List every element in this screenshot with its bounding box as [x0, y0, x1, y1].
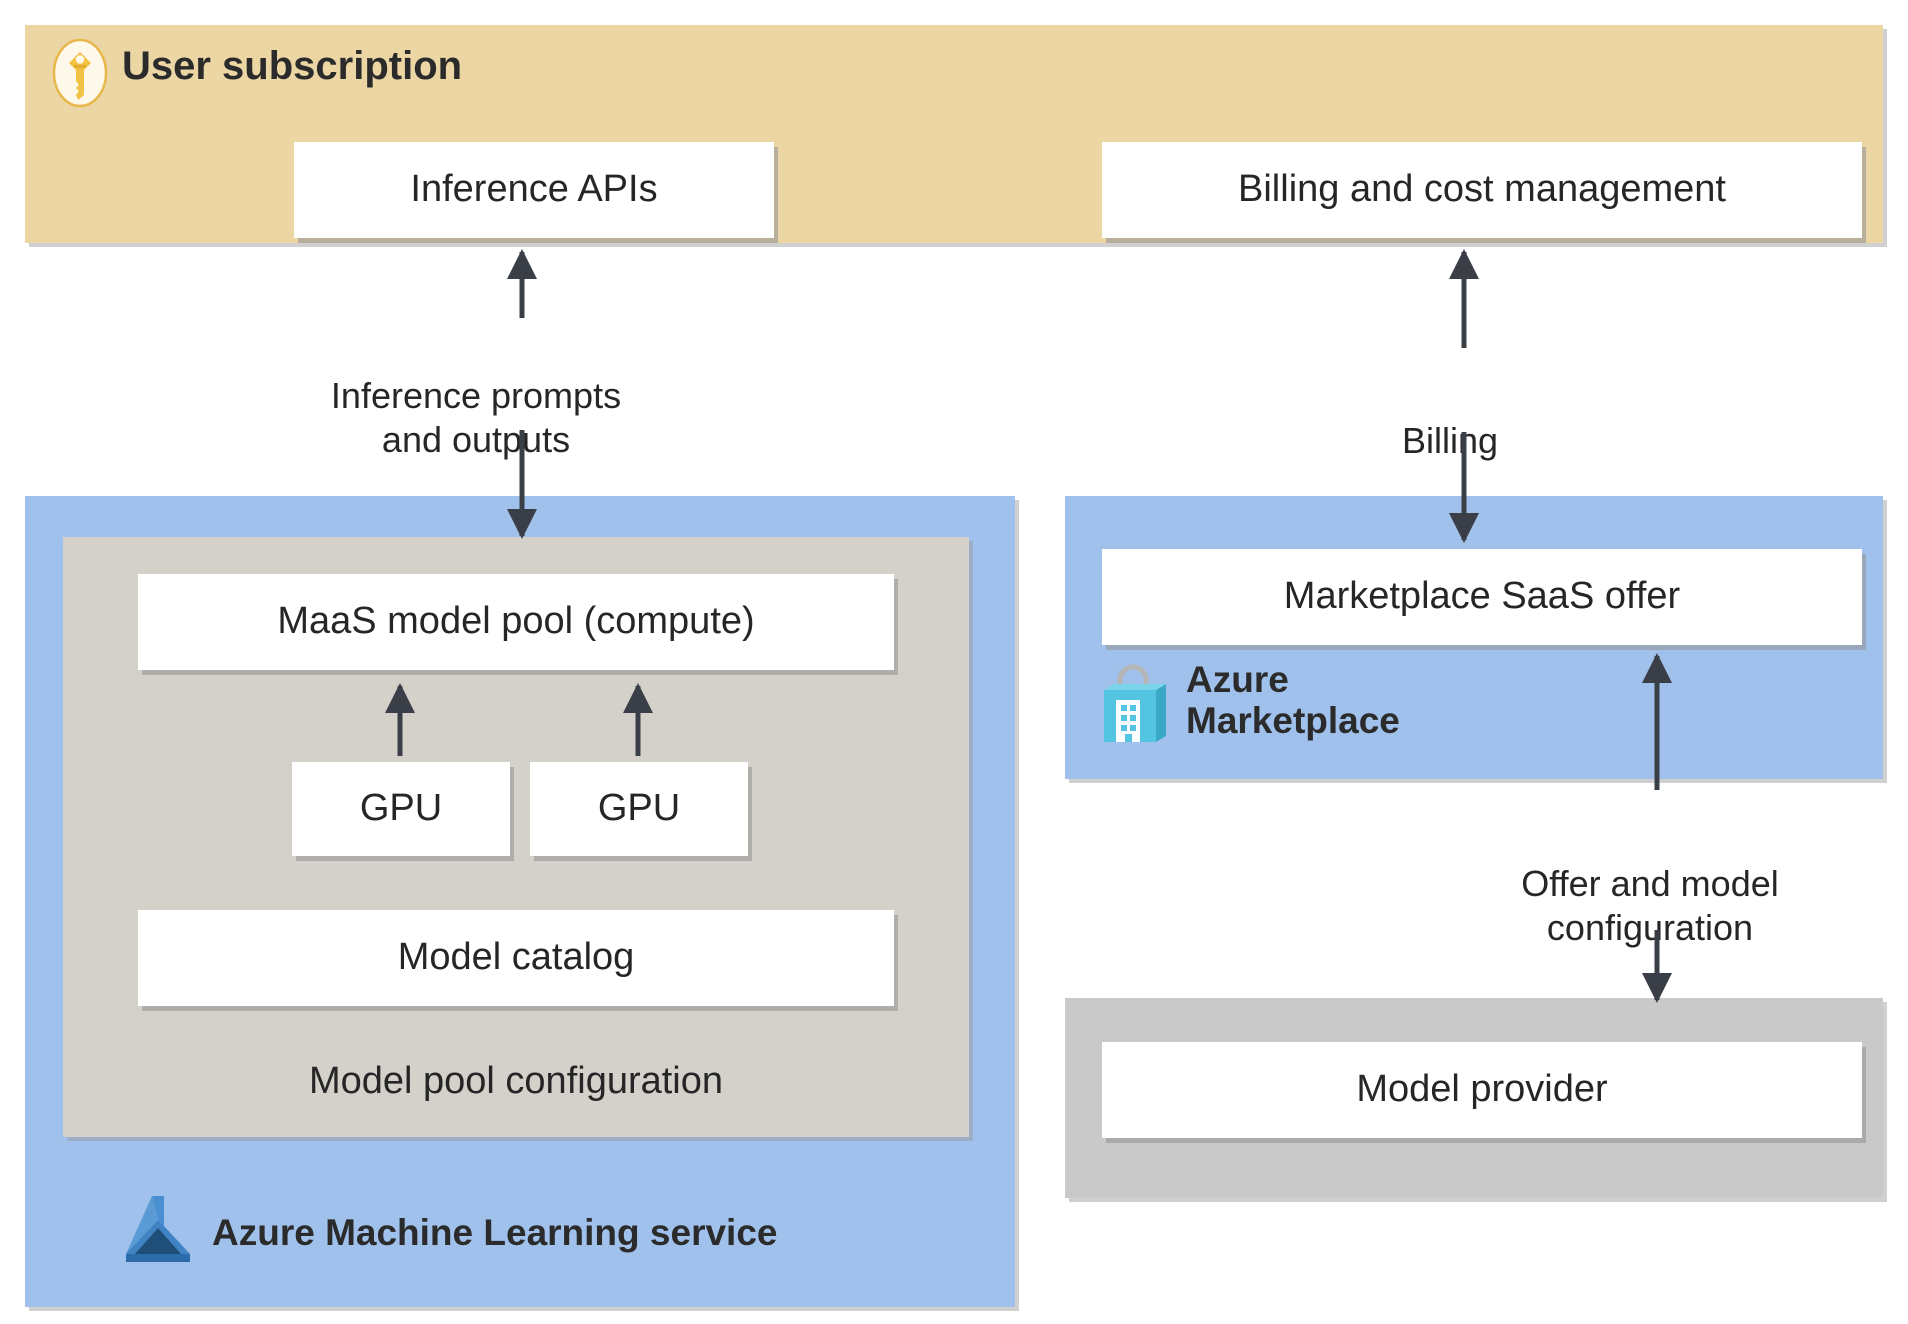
node-inference-apis[interactable]: Inference APIs — [294, 142, 774, 238]
zone-label-user-subscription-text: User subscription — [122, 44, 463, 88]
node-model-provider-label: Model provider — [1356, 1068, 1608, 1111]
node-billing-and-cost-management-label: Billing and cost management — [1238, 168, 1726, 211]
node-model-catalog-label: Model catalog — [397, 936, 635, 979]
node-gpu-2-label: GPU — [597, 787, 681, 830]
zone-label-model-pool-configuration: Model pool configuration — [63, 1060, 969, 1103]
zone-label-azure-marketplace-text: Azure Marketplace — [1186, 659, 1400, 742]
node-billing-and-cost-management[interactable]: Billing and cost management — [1102, 142, 1862, 238]
zone-label-azure-marketplace: Azure Marketplace — [1186, 659, 1400, 742]
node-model-provider[interactable]: Model provider — [1102, 1042, 1862, 1138]
edge-label-offer-and-model-configuration-text: Offer and model configuration — [1521, 862, 1779, 948]
node-model-catalog[interactable]: Model catalog — [138, 910, 894, 1006]
node-gpu-1[interactable]: GPU — [292, 762, 510, 856]
node-maas-model-pool-compute[interactable]: MaaS model pool (compute) — [138, 574, 894, 670]
azure-machine-learning-icon — [118, 1192, 198, 1272]
node-gpu-2[interactable]: GPU — [530, 762, 748, 856]
zone-label-user-subscription: User subscription — [122, 44, 462, 89]
edge-label-offer-and-model-configuration: Offer and model configuration — [1440, 818, 1860, 950]
zone-label-model-pool-configuration-text: Model pool configuration — [308, 1060, 724, 1102]
edge-label-billing: Billing — [1300, 375, 1600, 463]
edge-label-inference-prompts-and-outputs: Inference prompts and outputs — [256, 330, 696, 462]
zone-label-azure-machine-learning-service: Azure Machine Learning service — [212, 1212, 777, 1253]
node-marketplace-saas-offer[interactable]: Marketplace SaaS offer — [1102, 549, 1862, 645]
node-maas-model-pool-compute-label: MaaS model pool (compute) — [277, 600, 755, 643]
node-inference-apis-label: Inference APIs — [410, 168, 658, 211]
zone-label-azure-machine-learning-service-text: Azure Machine Learning service — [212, 1212, 778, 1253]
node-gpu-1-label: GPU — [359, 787, 443, 830]
edge-label-billing-text: Billing — [1401, 419, 1499, 461]
node-marketplace-saas-offer-label: Marketplace SaaS offer — [1283, 575, 1681, 618]
edge-label-inference-prompts-and-outputs-text: Inference prompts and outputs — [330, 374, 622, 460]
key-icon — [52, 38, 108, 108]
azure-marketplace-icon — [1098, 664, 1170, 746]
